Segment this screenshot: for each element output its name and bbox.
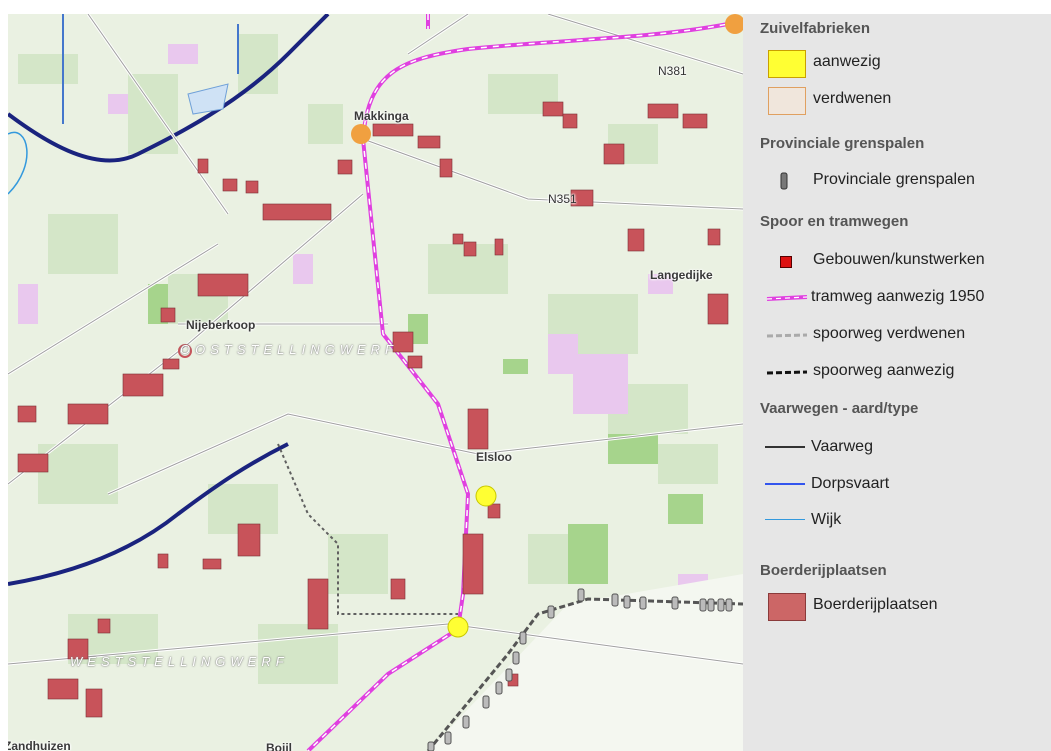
legend-label-gebouwen: Gebouwen/kunstwerken [813,251,985,268]
swatch-wijk [765,519,805,520]
dorpsvaart [62,14,239,124]
legend-item-aanwezig: aanwezig [743,50,1051,78]
boundary [277,443,458,615]
road-casing [8,14,743,665]
place-label-langedijke: Langedijke [650,268,713,282]
field-patches [18,34,718,684]
zuivelfabriek-aanwezig-elsloo [475,485,497,507]
swatch-aanwezig [768,50,806,78]
swatch-verdwenen [768,87,806,115]
purple-areas [18,44,708,604]
legend-label-tramweg: tramweg aanwezig 1950 [811,288,985,305]
legend-label-verdwenen: verdwenen [813,90,892,107]
legend-item-spoorweg-aanwezig: spoorweg aanwezig [743,359,1051,385]
nijeberkoop-marker [178,344,192,358]
fade-area [428,574,743,751]
road-label-n351: N351 [548,192,577,206]
grenspalen-markers [427,588,733,751]
spoorweg-verdwenen-swatch [766,333,808,338]
legend-label-spoorweg-aanwezig: spoorweg aanwezig [813,362,955,379]
legend-item-boerderijplaatsen: Boerderijplaatsen [743,593,1051,621]
tramweg-swatch [766,295,808,301]
legend-item-verdwenen: verdwenen [743,87,1051,115]
legend-item-wijk: Wijk [743,508,1051,534]
map-view[interactable]: Makkinga Nijeberkoop Elsloo Langedijke Z… [8,14,743,751]
legend-title-boerderijplaatsen: Boerderijplaatsen [760,562,887,579]
boerderijplaatsen [17,101,729,718]
legend-label-grenspalen: Provinciale grenspalen [813,171,975,188]
place-label-boijl: Boijl [266,741,292,751]
legend-label-vaarweg: Vaarweg [811,438,873,455]
legend-label-spoorweg-verdwenen: spoorweg verdwenen [813,325,966,342]
vaarweg-south [8,442,289,586]
swatch-boerderijplaatsen [768,593,806,621]
zuivelfabriek-verdwenen-ne [725,14,743,34]
swatch-vaarweg [765,446,805,448]
legend-title-vaarwegen: Vaarwegen - aard/type [760,400,919,417]
legend-title-grenspalen: Provinciale grenspalen [760,135,925,152]
swatch-dorpsvaart [765,483,805,485]
swatch-gebouwen [780,256,792,268]
legend-label-wijk: Wijk [811,511,842,528]
place-label-zandhuizen: Zandhuizen [8,739,71,751]
legend-item-tramweg: tramweg aanwezig 1950 [743,285,1051,311]
grenspaal-icon [780,172,788,190]
legend-label-boerderijplaatsen: Boerderijplaatsen [813,596,938,613]
tramweg [306,14,729,751]
zuivelfabriek-aanwezig-south [447,616,469,638]
legend-panel: Zuivelfabrieken aanwezig verdwenen Provi… [743,14,1051,751]
legend-label-dorpsvaart: Dorpsvaart [811,475,890,492]
legend-label-aanwezig: aanwezig [813,53,881,70]
place-label-nijeberkoop: Nijeberkoop [186,318,256,332]
vaarweg-north [8,14,330,163]
map-canvas [8,14,743,751]
legend-item-vaarweg: Vaarweg [743,435,1051,461]
legend-item-grenspalen: Provinciale grenspalen [743,168,1051,194]
place-label-elsloo: Elsloo [476,450,513,464]
legend-title-zuivelfabrieken: Zuivelfabrieken [760,20,871,37]
dark-fields [148,284,703,584]
legend-item-dorpsvaart: Dorpsvaart [743,472,1051,498]
legend-title-spoor: Spoor en tramwegen [760,213,909,230]
place-label-makkinga: Makkinga [354,109,409,123]
legend-item-gebouwen: Gebouwen/kunstwerken [743,248,1051,274]
region-label-ooststellingwerf: OOSTSTELLINGWERF [180,342,398,357]
spoorweg-aanwezig-swatch [766,370,808,375]
legend-item-spoorweg-verdwenen: spoorweg verdwenen [743,322,1051,348]
zuivelfabriek-verdwenen-makkinga [351,124,371,144]
wijk [8,131,28,195]
region-label-weststellingwerf: WESTSTELLINGWERF [70,654,289,669]
pond [187,83,229,115]
road-label-n381: N381 [658,64,687,78]
